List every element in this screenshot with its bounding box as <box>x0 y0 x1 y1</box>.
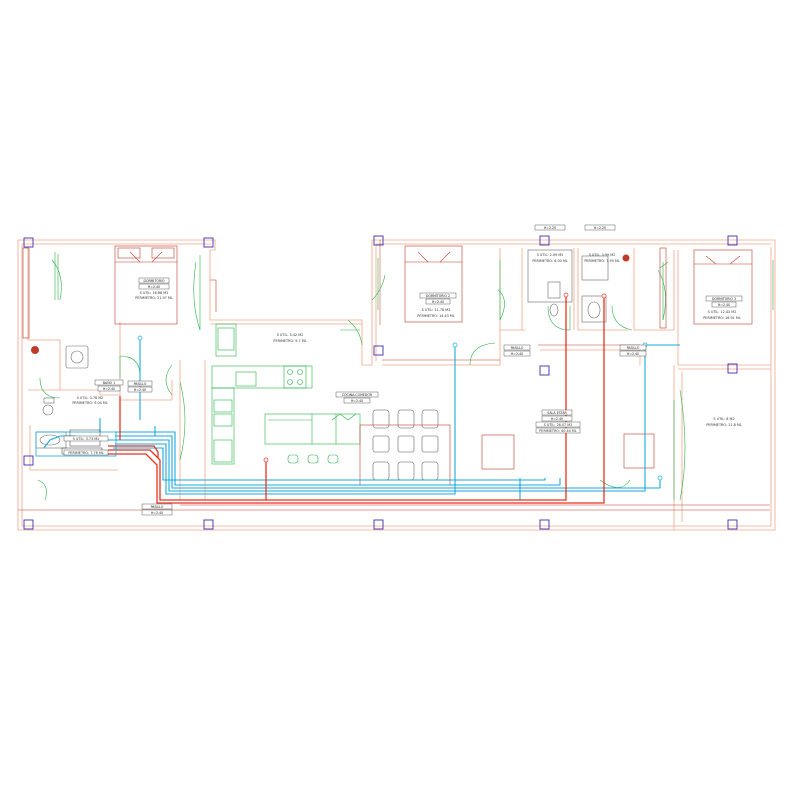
room-label-bano-1: BAÑO 1 H=2.40 S UTIL: 3.78 M2 PERIMETRO:… <box>72 379 124 405</box>
pasillo-3-height: H=2.40 <box>627 352 639 356</box>
dormitorio-3-perimeter: PERIMETRO: 16.91 ML <box>703 316 741 320</box>
dormitorio-2-area: S UTIL: 11.78 M2 <box>422 308 451 312</box>
room-label-terraza: S UTIL: 8 M2 PERIMETRO: 11.8 ML <box>706 417 741 427</box>
columns <box>23 235 738 530</box>
salon-area: S UTIL: 26.07 M2 <box>544 423 573 427</box>
room-label-pasillo-2: PASILLO H=2.40 <box>503 344 531 357</box>
room-label-lavadero: S UTIL: 3.73 M2 PERIMETRO: 7.76 ML <box>63 435 109 456</box>
room-label-dormitorio-2: DORMITORIO 2 H=2.40 S UTIL: 11.78 M2 PER… <box>417 292 457 318</box>
room-label-pasillo-3: PASILLO H=2.40 <box>619 344 647 357</box>
bano-1-perimeter: PERIMETRO: 9.04 ML <box>72 401 107 405</box>
pasillo-1-height: H=2.40 <box>134 388 146 392</box>
salon-height: H=2.40 <box>551 417 563 421</box>
room-label-pasillo-4: PASILLO H=2.40 <box>141 503 173 516</box>
bano-2-area: S UTIL: 2.09 M2 <box>537 253 564 257</box>
room-label-bano-2: S UTIL: 2.09 M2 PERIMETRO: 6.00 ML <box>532 253 567 263</box>
cocina-perimeter: PERIMETRO: 9.7 ML <box>273 339 306 343</box>
dormitorio-2-height: H=2.40 <box>432 300 444 304</box>
terraza-area: S UTIL: 8 M2 <box>713 417 734 421</box>
room-label-cocina-comedor: COCINA-COMEDOR H=2.40 <box>335 391 379 404</box>
dormitorio-2-name: DORMITORIO 2 <box>426 294 450 298</box>
top-tag-2: H=2.20 <box>594 226 606 230</box>
dormitorio-2-perimeter: PERIMETRO: 14.43 ML <box>417 314 455 318</box>
inner-lines <box>18 240 770 511</box>
room-label-bano-3: S UTIL: 3.99 M2 PERIMETRO: 7.59 ML <box>584 253 619 263</box>
cocina-area: S UTIL: 5.42 M2 <box>277 333 304 337</box>
cold-water-pipes <box>43 338 680 501</box>
dormitorio-3-area: S UTIL: 12.43 M2 <box>708 310 737 314</box>
pasillo-4-name: PASILLO <box>151 505 164 509</box>
room-label-dormitorio-1: DORMITORIO H=2.40 S UTIL: 16.88 M2 PERIM… <box>135 277 173 300</box>
cocina-comedor-name: COCINA-COMEDOR <box>342 393 373 397</box>
pasillo-1-name: PASILLO <box>134 382 147 386</box>
pasillo-4-height: H=2.40 <box>151 511 163 515</box>
pasillo-3-name: PASILLO <box>627 346 640 350</box>
furniture <box>22 245 753 486</box>
room-label-dormitorio-3: DORMITORIO 3 H=2.40 S UTIL: 12.43 M2 PER… <box>703 295 743 320</box>
terraza-perimeter: PERIMETRO: 11.8 ML <box>706 423 741 427</box>
bathroom-fixtures <box>31 249 630 449</box>
dining-chairs <box>372 409 439 481</box>
doors-windows <box>37 252 774 501</box>
dormitorio-3-height: H=2.40 <box>718 303 730 307</box>
cocina-comedor-height: H=2.40 <box>351 399 363 403</box>
room-label-cocina: S UTIL: 5.42 M2 PERIMETRO: 9.7 ML <box>273 333 306 343</box>
pipe-endpoints <box>137 292 663 481</box>
salon-perimeter: PERIMETRO: 40.44 ML <box>539 429 577 433</box>
pasillo-2-height: H=2.40 <box>511 352 523 356</box>
kitchen-units <box>211 323 313 465</box>
hot-water-pipes <box>108 295 605 504</box>
bano-3-perimeter: PERIMETRO: 7.59 ML <box>584 259 619 263</box>
bano-1-height: H=2.40 <box>103 387 115 391</box>
room-label-pasillo-1: PASILLO H=2.40 <box>127 380 153 393</box>
salon-name: SALA ESTAR <box>547 411 567 415</box>
top-height-tags: H=2.20 H=2.20 <box>534 224 616 231</box>
bano-3-area: S UTIL: 3.99 M2 <box>589 253 616 257</box>
dormitorio-1-height: H=2.40 <box>148 285 160 289</box>
bano-2-perimeter: PERIMETRO: 6.00 ML <box>532 259 567 263</box>
lavadero-perimeter: PERIMETRO: 7.76 ML <box>68 451 103 455</box>
dormitorio-1-perimeter: PERIMETRO: 21.97 ML <box>135 296 173 300</box>
bano-1-name: BAÑO 1 <box>103 380 115 385</box>
lavadero-area: S UTIL: 3.73 M2 <box>73 437 100 441</box>
pasillo-2-name: PASILLO <box>511 346 524 350</box>
dormitorio-1-area: S UTIL: 16.88 M2 <box>140 291 169 295</box>
dormitorio-3-name: DORMITORIO 3 <box>712 297 736 301</box>
room-label-salon: SALA ESTAR H=2.40 S UTIL: 26.07 M2 PERIM… <box>535 409 581 434</box>
bano-1-area: S UTIL: 3.78 M2 <box>77 396 104 400</box>
top-tag-1: H=2.20 <box>544 226 556 230</box>
dormitorio-1-name: DORMITORIO <box>144 279 165 283</box>
